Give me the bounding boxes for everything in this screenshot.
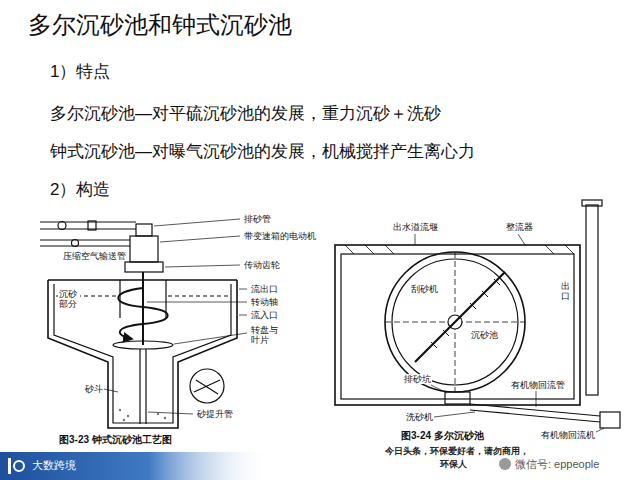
part-label: 压缩空气输送管 (62, 251, 127, 261)
leader-line (165, 265, 240, 267)
sand-dot (157, 413, 159, 415)
leader-line (174, 333, 247, 344)
basin (385, 252, 525, 392)
leader-line (154, 219, 240, 226)
figure-caption: 图3-23 钟式沉砂池工艺图 (58, 434, 173, 446)
figure-caption: 图3-24 多尔沉砂池 (400, 430, 485, 442)
part-label: 排砂管 (243, 214, 272, 224)
part-label: 流出口 (250, 284, 279, 294)
sand-dot (119, 409, 121, 411)
disc (113, 341, 173, 349)
gear-box (125, 262, 163, 272)
tank-inner (341, 254, 574, 399)
part-label: 有机物回流机 (540, 430, 596, 440)
leader-line (518, 234, 525, 245)
part-label: 刮砂机 (410, 284, 439, 294)
leader-line (148, 412, 193, 414)
logo (8, 458, 24, 474)
part-label: 带变速箱的电动机 (243, 231, 317, 241)
basin-inner (392, 259, 518, 385)
sand (119, 409, 166, 421)
footer-band (0, 452, 270, 480)
pipe (40, 245, 130, 246)
wechat-bubble (499, 458, 511, 470)
leader-line (415, 234, 416, 245)
leader-line (104, 389, 118, 392)
washer-box (600, 412, 620, 428)
leader-line (147, 302, 247, 303)
leader-line (536, 391, 537, 407)
sand-dot (123, 419, 125, 421)
dorr-grit-chamber (335, 200, 620, 432)
leader-line (596, 428, 604, 432)
part-label: 整流器 (505, 222, 534, 232)
spiral-flow (118, 288, 168, 339)
lift-pipe (140, 349, 146, 424)
valve (72, 240, 79, 247)
part-label: 沉砂池 (470, 330, 499, 340)
body-text: 多尔沉砂池—对平硫沉砂池的发展，重力沉砂＋洗砂 (50, 104, 441, 124)
watermark: 环保人 (440, 459, 467, 469)
watermark: 微信号: eppeople (515, 458, 599, 471)
tank-frame (335, 245, 580, 405)
leader-line (239, 289, 247, 290)
footer-brand: 大数跨境 (32, 459, 76, 472)
leader-lines (415, 234, 604, 432)
grit-pit (445, 392, 470, 404)
center-line (385, 252, 525, 392)
part-label: 沉砂部分 (58, 290, 80, 310)
valve (88, 221, 96, 230)
section-heading: 1）特点 (50, 62, 110, 82)
part-label: 流入口 (250, 310, 279, 320)
section-heading: 2）构造 (50, 180, 110, 200)
detail-circle (190, 369, 224, 403)
leader-line (239, 315, 247, 316)
part-label: 出口 (560, 282, 571, 302)
part-label: 洗砂机 (405, 412, 434, 422)
bell-grit-chamber (40, 219, 247, 428)
motor-top (136, 224, 152, 236)
pipe-cap (582, 200, 602, 206)
slide-title: 多尔沉砂池和钟式沉砂池 (28, 12, 292, 40)
logo-ring (14, 461, 24, 471)
leader-line (434, 412, 475, 417)
motor (130, 236, 158, 262)
part-label: 传动齿轮 (243, 260, 281, 270)
leader-lines (104, 219, 247, 414)
wechat-icon (499, 458, 511, 470)
part-label: 砂提升管 (196, 409, 234, 419)
pipe (40, 239, 130, 240)
leader-line (160, 236, 240, 242)
rake-tooth (431, 279, 500, 348)
body-text: 钟式沉砂池—对曝气沉砂池的发展，机械搅拌产生离心力 (50, 142, 475, 162)
outlet-pipe (586, 205, 598, 395)
part-label: 出水溢流堰 (392, 222, 439, 232)
part-label: 转动轴 (250, 297, 279, 307)
part-label: 有机物回流管 (510, 380, 566, 390)
sand-dot (164, 417, 166, 419)
part-label: 转盘与叶片 (250, 326, 282, 346)
watermark: 今日头条，环保爱好者，请勿商用， (385, 446, 529, 456)
washer-pipe (470, 404, 600, 422)
part-label: 排砂坑 (403, 374, 432, 384)
part-label: 砂斗 (84, 384, 104, 394)
sand-dot (127, 415, 129, 417)
leader-line (431, 385, 447, 393)
detail-blade (194, 380, 220, 394)
valve (58, 222, 66, 230)
shaft (142, 272, 144, 345)
logo-bar (8, 458, 11, 474)
